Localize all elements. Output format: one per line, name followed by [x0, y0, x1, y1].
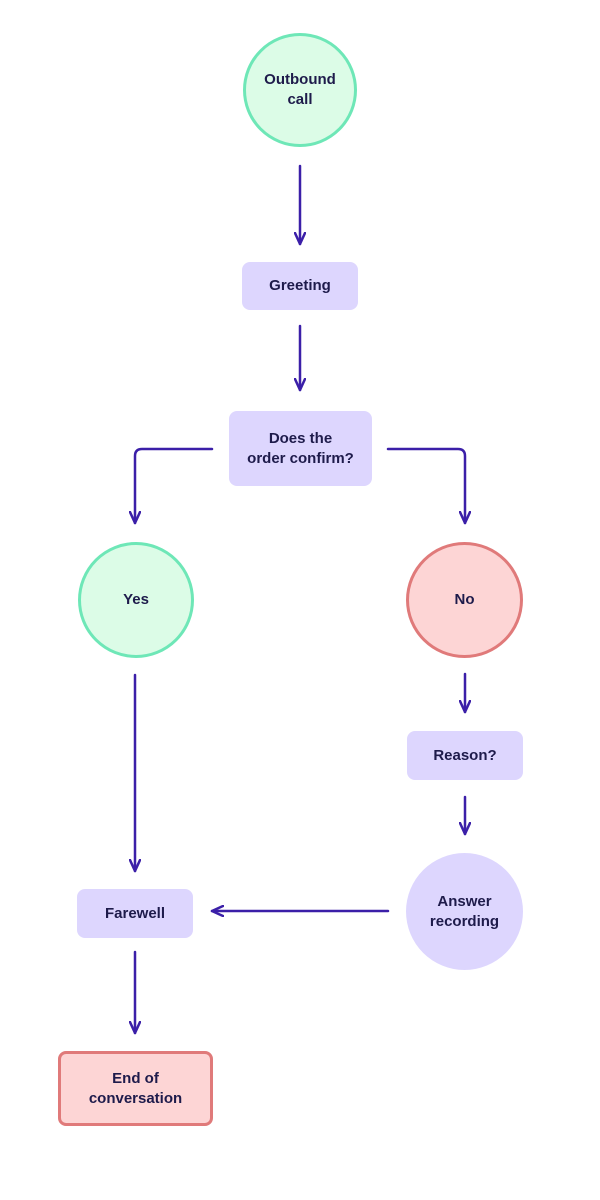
- node-outbound-call: Outbound call: [243, 33, 357, 147]
- node-reason-label: Reason?: [433, 746, 497, 764]
- edge-order-confirm-to-no: [386, 447, 465, 525]
- node-end-of-conversation-label: End of conversation: [88, 1069, 183, 1107]
- node-greeting: Greeting: [242, 262, 358, 310]
- node-farewell-label: Farewell: [104, 904, 166, 922]
- edge-order-confirm-to-yes: [135, 447, 214, 525]
- node-farewell: Farewell: [77, 889, 193, 938]
- node-outbound-call-label: Outbound call: [264, 71, 336, 108]
- node-greeting-label: Greeting: [269, 277, 331, 294]
- node-answer-recording-label: Answer recording: [429, 892, 500, 930]
- node-yes-label: Yes: [123, 591, 149, 608]
- node-end-of-conversation: End of conversation: [58, 1051, 213, 1126]
- node-order-confirm: Does the order confirm?: [229, 411, 372, 486]
- node-yes: Yes: [78, 542, 194, 658]
- node-reason: Reason?: [407, 731, 523, 780]
- node-no-label: No: [454, 591, 475, 608]
- node-order-confirm-label: Does the order confirm?: [247, 429, 354, 467]
- node-answer-recording: Answer recording: [406, 853, 523, 970]
- node-no: No: [406, 542, 523, 658]
